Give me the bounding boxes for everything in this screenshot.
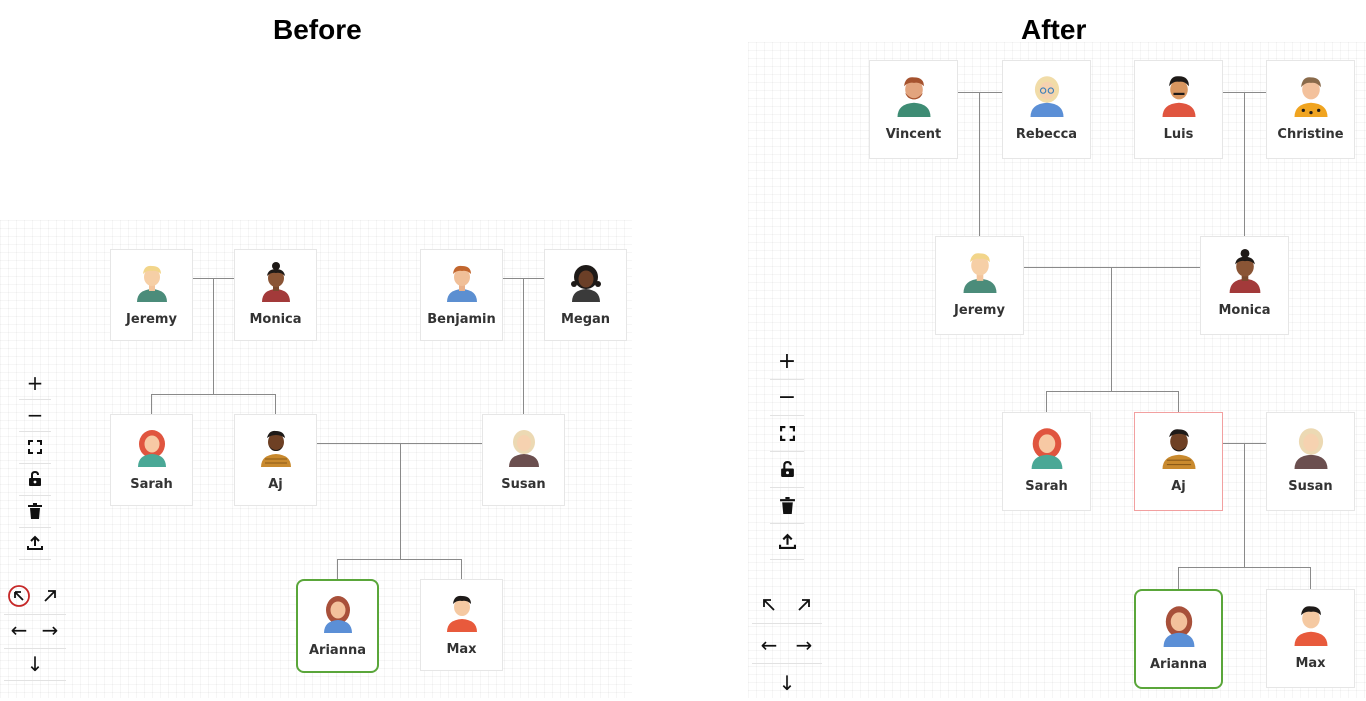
after-card-vincent[interactable]: Vincent (869, 60, 958, 159)
unlock-icon[interactable] (19, 463, 51, 495)
person-name: Aj (268, 477, 283, 492)
zoom-in-icon[interactable]: + (777, 348, 797, 374)
person-name: Luis (1163, 127, 1194, 142)
before-card-arianna[interactable]: Arianna (296, 579, 379, 673)
person-name: Max (1295, 656, 1326, 671)
person-name: Rebecca (1015, 127, 1078, 142)
after-card-rebecca[interactable]: Rebecca (1002, 60, 1091, 159)
before-card-jeremy[interactable]: Jeremy (110, 249, 193, 341)
before-card-max[interactable]: Max (420, 579, 503, 671)
after-title: After (1021, 14, 1087, 45)
before-title: Before (273, 14, 362, 45)
avatar-aj-icon (260, 430, 291, 467)
before-card-benjamin[interactable]: Benjamin (420, 249, 503, 341)
before-card-susan[interactable]: Susan (482, 414, 565, 506)
person-name: Monica (1218, 303, 1271, 318)
avatar-max-icon (446, 595, 477, 632)
arrow-down-icon[interactable]: ↓ (778, 671, 796, 695)
arrow-up-right-icon[interactable] (787, 587, 821, 623)
fit-screen-icon[interactable] (19, 431, 51, 463)
after-card-arianna[interactable]: Arianna (1134, 589, 1223, 689)
after-card-susan[interactable]: Susan (1266, 412, 1355, 511)
person-name: Jeremy (126, 312, 177, 327)
avatar-jeremy-icon (963, 253, 996, 293)
person-name: Aj (1171, 479, 1186, 494)
arrow-right-icon[interactable]: → (41, 618, 59, 642)
person-name: Susan (1288, 479, 1333, 494)
person-name: Monica (249, 312, 302, 327)
person-name: Benjamin (427, 312, 496, 327)
avatar-monica-icon (1229, 249, 1260, 293)
person-name: Arianna (309, 643, 366, 658)
avatar-luis-icon (1162, 76, 1195, 117)
avatar-christine-icon (1294, 77, 1327, 117)
before-card-monica[interactable]: Monica (234, 249, 317, 341)
before-card-aj[interactable]: Aj (234, 414, 317, 506)
arrow-left-icon[interactable]: ← (10, 618, 28, 642)
avatar-arianna-icon (1163, 606, 1194, 647)
arrow-down-icon[interactable]: ↓ (26, 652, 44, 676)
avatar-vincent-icon (897, 77, 930, 117)
person-name: Sarah (130, 477, 173, 492)
avatar-jeremy-icon (136, 265, 167, 302)
zoom-out-icon[interactable]: − (26, 403, 44, 427)
avatar-sarah-icon (1031, 428, 1062, 469)
person-name: Max (446, 642, 477, 657)
person-name: Christine (1277, 127, 1344, 142)
export-icon[interactable] (19, 527, 51, 559)
after-card-max[interactable]: Max (1266, 589, 1355, 688)
avatar-susan-icon (1294, 428, 1327, 469)
avatar-benjamin-icon (446, 265, 477, 302)
avatar-rebecca-icon (1030, 76, 1063, 117)
avatar-max-icon (1294, 606, 1327, 646)
person-name: Vincent (885, 127, 942, 142)
after-card-aj[interactable]: Aj (1134, 412, 1223, 511)
avatar-arianna-icon (323, 596, 352, 633)
person-name: Sarah (1025, 479, 1068, 494)
before-card-sarah[interactable]: Sarah (110, 414, 193, 506)
avatar-aj-icon (1162, 429, 1195, 469)
after-card-luis[interactable]: Luis (1134, 60, 1223, 159)
after-card-sarah[interactable]: Sarah (1002, 412, 1091, 511)
avatar-megan-icon (570, 265, 601, 302)
arrow-up-right-icon[interactable] (34, 580, 66, 612)
trash-icon[interactable] (770, 487, 804, 523)
avatar-sarah-icon (137, 430, 166, 467)
unlock-icon[interactable] (770, 451, 804, 487)
arrow-up-left-icon[interactable] (3, 580, 35, 612)
after-canvas (748, 42, 1366, 698)
after-card-christine[interactable]: Christine (1266, 60, 1355, 159)
person-name: Susan (501, 477, 546, 492)
fit-screen-icon[interactable] (770, 415, 804, 451)
zoom-out-icon[interactable]: − (777, 384, 797, 410)
avatar-monica-icon (261, 262, 290, 302)
zoom-in-icon[interactable]: + (26, 371, 44, 395)
arrow-left-icon[interactable]: ← (760, 633, 778, 657)
after-card-jeremy[interactable]: Jeremy (935, 236, 1024, 335)
export-icon[interactable] (770, 523, 804, 559)
avatar-susan-icon (508, 430, 539, 467)
person-name: Jeremy (954, 303, 1005, 318)
arrow-up-left-icon[interactable] (752, 587, 786, 623)
after-card-monica[interactable]: Monica (1200, 236, 1289, 335)
before-card-megan[interactable]: Megan (544, 249, 627, 341)
trash-icon[interactable] (19, 495, 51, 527)
arrow-right-icon[interactable]: → (795, 633, 813, 657)
person-name: Arianna (1150, 657, 1207, 672)
person-name: Megan (560, 312, 611, 327)
